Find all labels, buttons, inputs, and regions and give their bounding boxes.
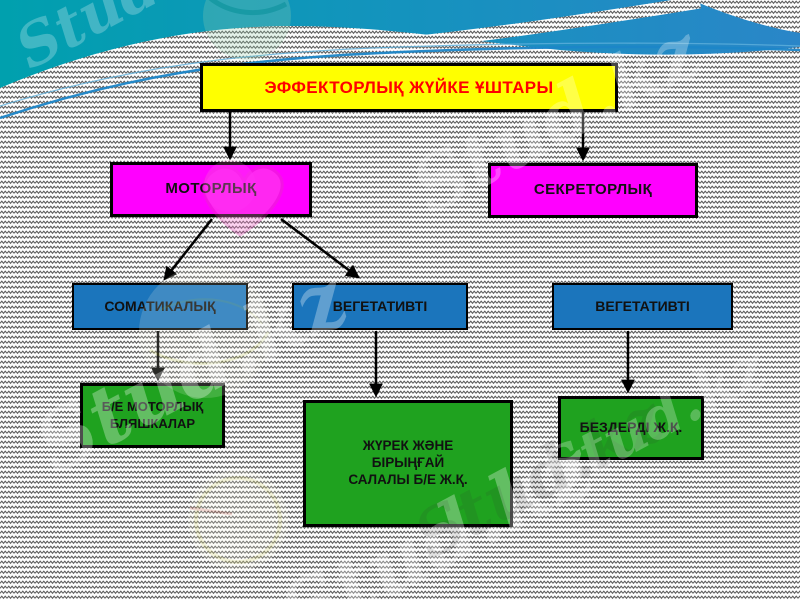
node-leaf-glands: БЕЗДЕРДІ Ж.Қ.	[558, 396, 704, 460]
node-motor-label: МОТОРЛЫҚ	[165, 180, 257, 198]
node-leaf-heart-label: ЖҮРЕК ЖӘНЕ БІРЫҢҒАЙ САЛАЛЫ Б/Е Ж.Қ.	[348, 438, 467, 489]
node-leaf-heart: ЖҮРЕК ЖӘНЕ БІРЫҢҒАЙ САЛАЛЫ Б/Е Ж.Қ.	[303, 400, 513, 527]
node-leaf-motor: Б/Е МОТОРЛЫҚ БЛЯШКАЛАР	[80, 383, 225, 448]
wave-accent-line-1	[0, 45, 800, 120]
node-secretor: СЕКРЕТОРЛЫҚ	[488, 163, 698, 218]
node-secretor-label: СЕКРЕТОРЛЫҚ	[533, 181, 653, 199]
wave-accent-line-2	[0, 42, 800, 107]
node-somatic: СОМАТИКАЛЫҚ	[72, 283, 248, 330]
node-somatic-label: СОМАТИКАЛЫҚ	[104, 297, 216, 314]
node-vegetative-left-label: ВЕГЕТАТИВТІ	[332, 297, 428, 314]
leaf-motor-line-1: Б/Е МОТОРЛЫҚ	[101, 399, 204, 415]
leaf-motor-line-2: БЛЯШКАЛАР	[109, 415, 196, 431]
node-motor: МОТОРЛЫҚ	[110, 162, 312, 217]
wave-gap-stripe	[319, 0, 702, 59]
node-vegetative-left: ВЕГЕТАТИВТІ	[292, 283, 468, 330]
node-leaf-motor-label: Б/Е МОТОРЛЫҚ БЛЯШКАЛАР	[102, 399, 204, 432]
node-vegetative-right-label: ВЕГЕТАТИВТІ	[595, 297, 690, 314]
node-vegetative-right: ВЕГЕТАТИВТІ	[552, 283, 733, 330]
node-title-label: ЭФФЕКТОРЛЫҚ ЖҮЙКЕ ҰШТАРЫ	[264, 77, 554, 97]
leaf-heart-line-2: БІРЫҢҒАЙ	[371, 455, 445, 471]
leaf-heart-line-3: САЛАЛЫ Б/Е Ж.Қ.	[348, 471, 468, 487]
leaf-heart-line-1: ЖҮРЕК ЖӘНЕ	[362, 438, 454, 454]
node-title: ЭФФЕКТОРЛЫҚ ЖҮЙКЕ ҰШТАРЫ	[200, 63, 618, 112]
node-leaf-glands-label: БЕЗДЕРДІ Ж.Қ.	[579, 419, 683, 436]
